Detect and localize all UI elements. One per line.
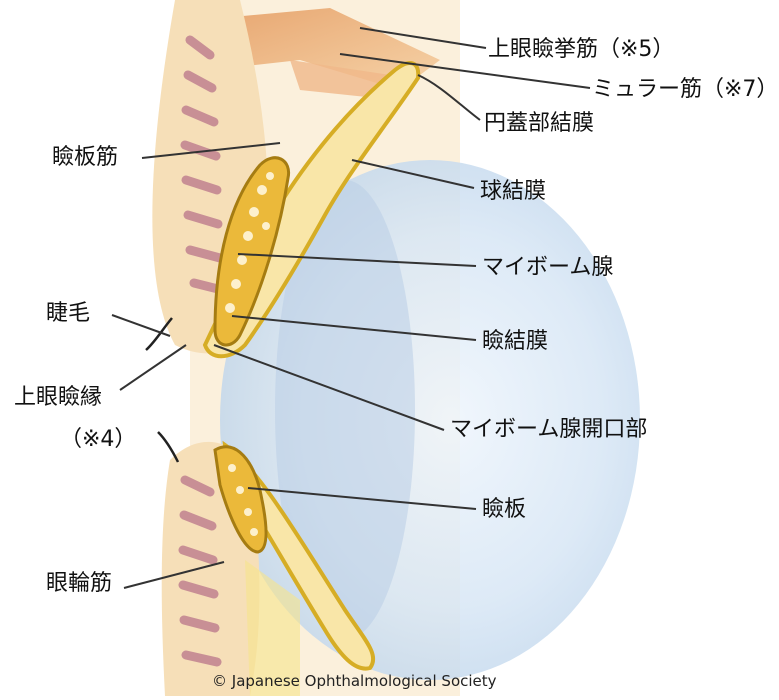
label-eyelash: 睫毛 xyxy=(46,302,90,326)
label-fornix-conjunctiva: 円蓋部結膜 xyxy=(484,112,594,136)
copyright-credit: © Japanese Ophthalmological Society xyxy=(212,672,497,690)
label-palpebral-conjunctiva: 瞼結膜 xyxy=(482,330,548,354)
lower-eyelash xyxy=(158,432,178,462)
label-muller-muscle: ミュラー筋（※7） xyxy=(592,78,778,102)
label-upper-lid-margin: 上眼瞼縁 xyxy=(14,386,102,410)
label-tarsus: 瞼板 xyxy=(482,498,526,522)
label-meibomian-gland: マイボーム腺 xyxy=(482,256,613,280)
label-bulbar-conjunctiva: 球結膜 xyxy=(480,180,546,204)
label-tarsal-muscle: 瞼板筋 xyxy=(52,146,118,170)
upper-eyelash xyxy=(146,318,172,350)
label-meibomian-orifice: マイボーム腺開口部 xyxy=(450,418,647,442)
label-orbicularis: 眼輪筋 xyxy=(46,572,112,596)
label-levator-muscle: 上眼瞼挙筋（※5） xyxy=(488,38,674,62)
label-upper-lid-margin-note: （※4） xyxy=(60,428,136,452)
